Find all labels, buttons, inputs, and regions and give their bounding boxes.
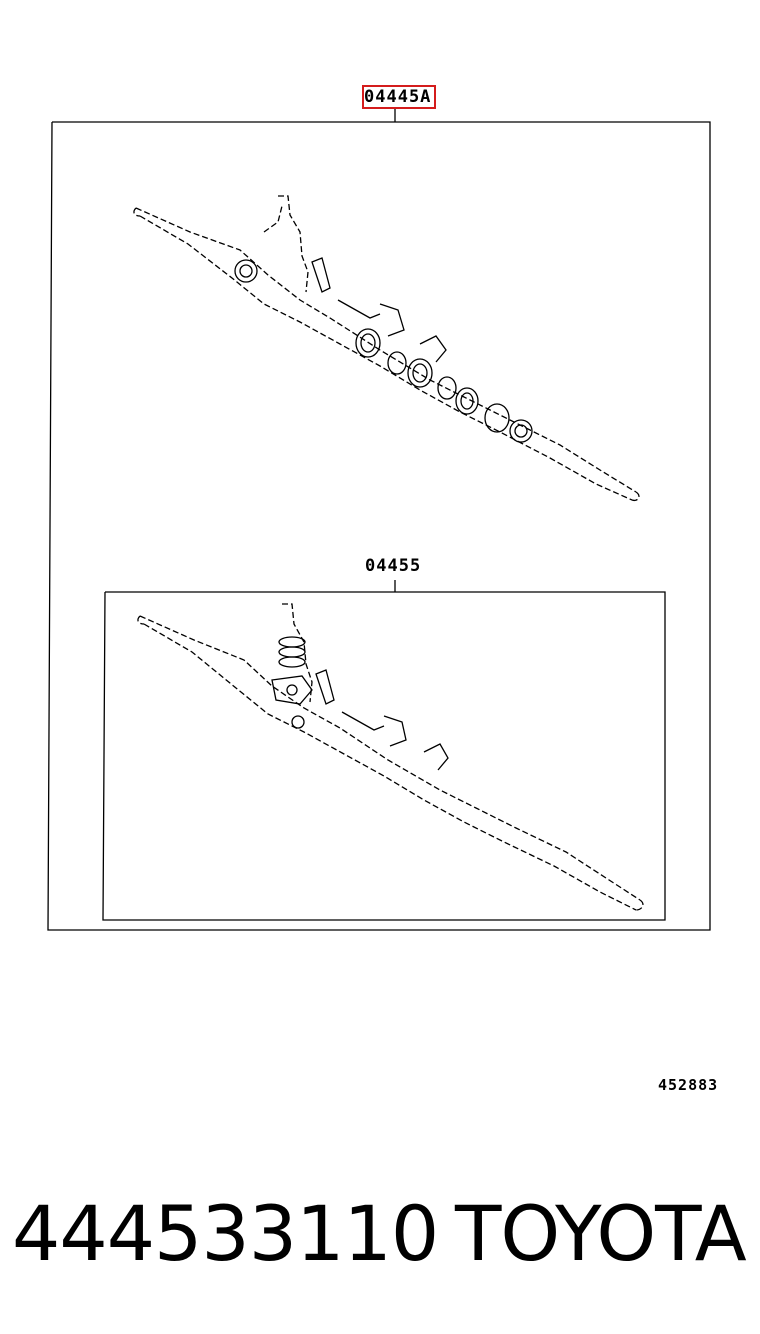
- gasket-ring-2: [278, 646, 306, 658]
- steering-rack-lower: [137, 603, 644, 911]
- o-ring-2: [437, 376, 457, 400]
- part-number: 444533110: [12, 1189, 439, 1278]
- seal-ring-3-inner: [412, 363, 428, 383]
- bracket-2: [379, 303, 405, 337]
- outer-assembly-label: 04445A: [364, 87, 432, 107]
- flange-plate: [271, 675, 313, 705]
- bracket-b: [383, 715, 407, 747]
- gasket-ring-3: [278, 656, 306, 668]
- bracket-a: [315, 669, 335, 705]
- seal-ring-2: [355, 328, 381, 358]
- illustration-number: 452883: [658, 1076, 719, 1094]
- pipe-1: [337, 299, 381, 319]
- seal-ring-set-upper: [234, 257, 533, 443]
- gasket-ring-1: [278, 636, 306, 648]
- inner-kit-frame: [102, 580, 666, 921]
- gasket-set-lower: [271, 636, 449, 771]
- inner-kit-label: 04455: [365, 556, 422, 576]
- seal-ring-5: [509, 419, 533, 443]
- seal-ring-1-inner: [239, 264, 253, 278]
- seal-ring-4-inner: [460, 392, 474, 410]
- outer-kit-frame: [47, 109, 711, 931]
- bracket-3: [419, 335, 447, 363]
- flange-hole: [286, 684, 298, 696]
- seal-ring-2-inner: [360, 333, 376, 353]
- o-ring-1: [387, 351, 407, 375]
- steering-rack-upper: [133, 195, 640, 502]
- bracket-c: [423, 743, 449, 771]
- pipe-a: [341, 711, 385, 731]
- seal-ring-3: [407, 358, 433, 388]
- brand-name: TOYOTA: [455, 1189, 747, 1278]
- seal-ring-1: [234, 259, 258, 283]
- seal-ring-5-inner: [514, 424, 528, 438]
- nut: [291, 715, 305, 729]
- o-ring-3: [484, 403, 510, 433]
- seal-ring-4: [455, 387, 479, 415]
- bracket-1: [311, 257, 331, 293]
- highlight-callout-box: [362, 85, 436, 109]
